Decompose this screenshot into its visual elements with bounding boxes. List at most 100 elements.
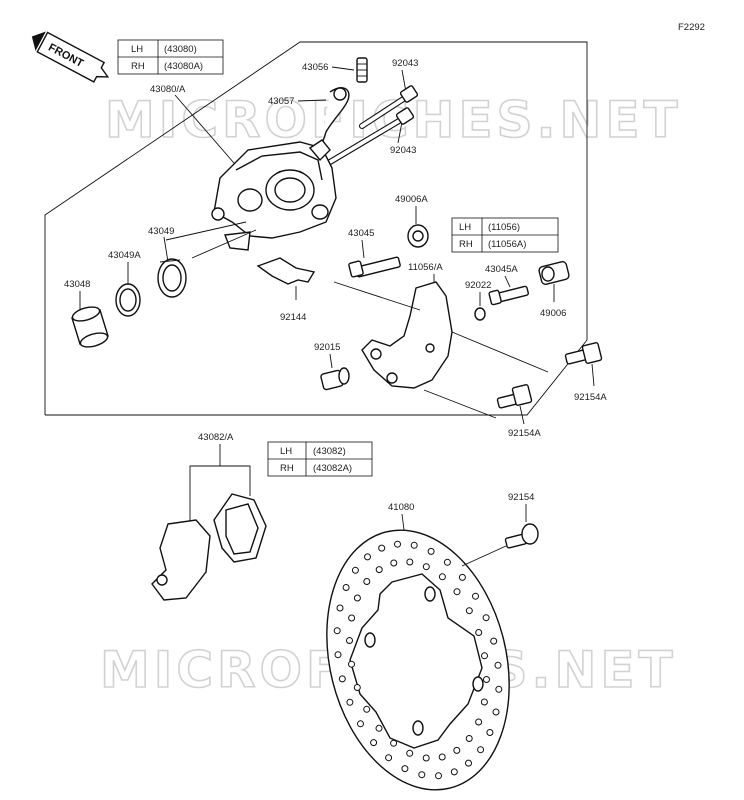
boot-part — [407, 224, 429, 248]
disc-vent-hole — [490, 637, 498, 645]
bleeder-valve-part — [356, 57, 368, 83]
holder-variant-table: LH (11056) RH (11056A) — [451, 217, 559, 253]
disc-vent-hole — [481, 652, 488, 660]
label-pin-lower: 92043 — [390, 145, 416, 156]
disc-vent-hole — [450, 768, 458, 776]
bolt-upper-part — [564, 342, 603, 365]
washer-part — [474, 307, 486, 321]
disc-vent-hole — [465, 735, 473, 742]
diagram-code: F2292 — [678, 22, 705, 33]
disc-vent-hole — [357, 720, 364, 728]
label-seal-piston: 43049A — [108, 250, 141, 261]
label-caliper-assy: 43080/A — [150, 84, 186, 95]
disc-vent-hole — [346, 637, 353, 644]
disc-vent-hole — [418, 771, 426, 779]
pads-lh-side: LH — [280, 446, 292, 457]
label-disc: 41080 — [388, 502, 414, 513]
disc-vent-hole — [465, 759, 472, 767]
piston-seal-part — [115, 283, 141, 317]
disc-vent-hole — [390, 739, 398, 747]
disc-vent-hole — [427, 547, 435, 555]
boot-b-part — [538, 261, 570, 285]
disc-vent-hole — [443, 558, 451, 566]
disc-vent-hole — [410, 541, 418, 549]
label-bolt-upper: 92154A — [574, 392, 607, 403]
disc-vent-hole — [483, 676, 490, 683]
disc-bolt-part — [504, 523, 539, 549]
disc-vent-hole — [422, 754, 430, 762]
disc-vent-hole — [477, 746, 485, 754]
caliper-lh-code: (43080) — [164, 44, 197, 55]
label-slide-pin: 43045 — [348, 228, 374, 239]
label-boot: 49006A — [395, 194, 428, 205]
label-pad-assy: 43082/A — [198, 432, 234, 443]
caliper-body-part — [211, 139, 337, 251]
label-piston: 43048 — [64, 279, 90, 290]
disc-vent-hole — [394, 540, 401, 548]
label-boot-b: 49006 — [540, 308, 566, 319]
label-seal-dust: 43049 — [148, 226, 174, 237]
disc-vent-hole — [480, 698, 488, 706]
label-washer: 92022 — [465, 280, 491, 291]
label-pin-upper: 92043 — [392, 58, 418, 69]
dust-seal-part — [157, 258, 187, 298]
disc-vent-hole — [458, 573, 466, 581]
disc-vent-hole — [406, 749, 414, 757]
brake-disc-part — [326, 529, 510, 791]
caliper-lh-side: LH — [131, 44, 143, 55]
caliper-variant-table: LH (43080) RH (43080A) — [117, 39, 224, 75]
disc-vent-hole — [390, 559, 398, 567]
disc-vent-hole — [494, 661, 502, 669]
disc-vent-hole — [348, 614, 356, 622]
bolt-lower-part — [496, 384, 533, 409]
disc-vent-hole — [353, 684, 361, 691]
watermark-top: MICROFICHES.NET — [105, 91, 682, 149]
disc-vent-hole — [438, 753, 446, 761]
disc-vent-hole — [406, 558, 414, 566]
disc-vent-hole — [438, 573, 446, 581]
label-bolt-lower: 92154A — [508, 428, 541, 439]
caliper-holder-part — [361, 281, 453, 389]
label-disc-bolt: 92154 — [508, 492, 534, 503]
pin-lower-part — [327, 107, 415, 165]
disc-vent-hole — [353, 594, 361, 602]
sleeve-part — [320, 367, 350, 391]
disc-vent-hole — [363, 705, 371, 713]
disc-vent-hole — [422, 563, 430, 571]
holder-rh-code: (11056A) — [488, 239, 526, 250]
disc-vent-hole — [342, 584, 350, 591]
disc-vent-hole — [363, 578, 371, 585]
disc-vent-hole — [334, 651, 342, 659]
disc-vent-hole — [346, 698, 354, 706]
disc-vent-hole — [486, 729, 494, 736]
disc-vent-hole — [378, 544, 386, 552]
disc-vent-hole — [475, 629, 483, 636]
label-spring-pad: 92144 — [280, 312, 306, 323]
disc-vent-hole — [370, 739, 378, 747]
brake-pad-front-part — [213, 493, 267, 563]
slide-pin-part — [348, 256, 401, 278]
pads-rh-side: RH — [280, 463, 294, 474]
label-banjo-pipe: 43057 — [268, 96, 294, 107]
disc-vent-hole — [475, 718, 483, 726]
front-arrow-icon: FRONT — [31, 31, 110, 83]
pads-variant-table: LH (43082) RH (43082A) — [267, 441, 373, 477]
spring-pad-part — [256, 257, 316, 285]
caliper-rh-side: RH — [131, 61, 145, 72]
label-sleeve: 92015 — [314, 342, 340, 353]
disc-vent-hole — [495, 685, 503, 693]
label-holder: 11056/A — [408, 262, 443, 273]
holder-rh-side: RH — [459, 239, 473, 250]
disc-vent-hole — [375, 566, 383, 574]
disc-vent-hole — [338, 675, 346, 683]
brake-pad-rear-part — [151, 519, 211, 601]
disc-vent-hole — [472, 592, 479, 600]
disc-vent-hole — [465, 607, 473, 615]
disc-vent-hole — [351, 566, 359, 574]
disc-vent-hole — [482, 614, 490, 622]
disc-vent-hole — [401, 765, 409, 773]
disc-vent-hole — [348, 660, 355, 668]
disc-vent-hole — [364, 553, 371, 561]
disc-vent-hole — [375, 724, 383, 732]
